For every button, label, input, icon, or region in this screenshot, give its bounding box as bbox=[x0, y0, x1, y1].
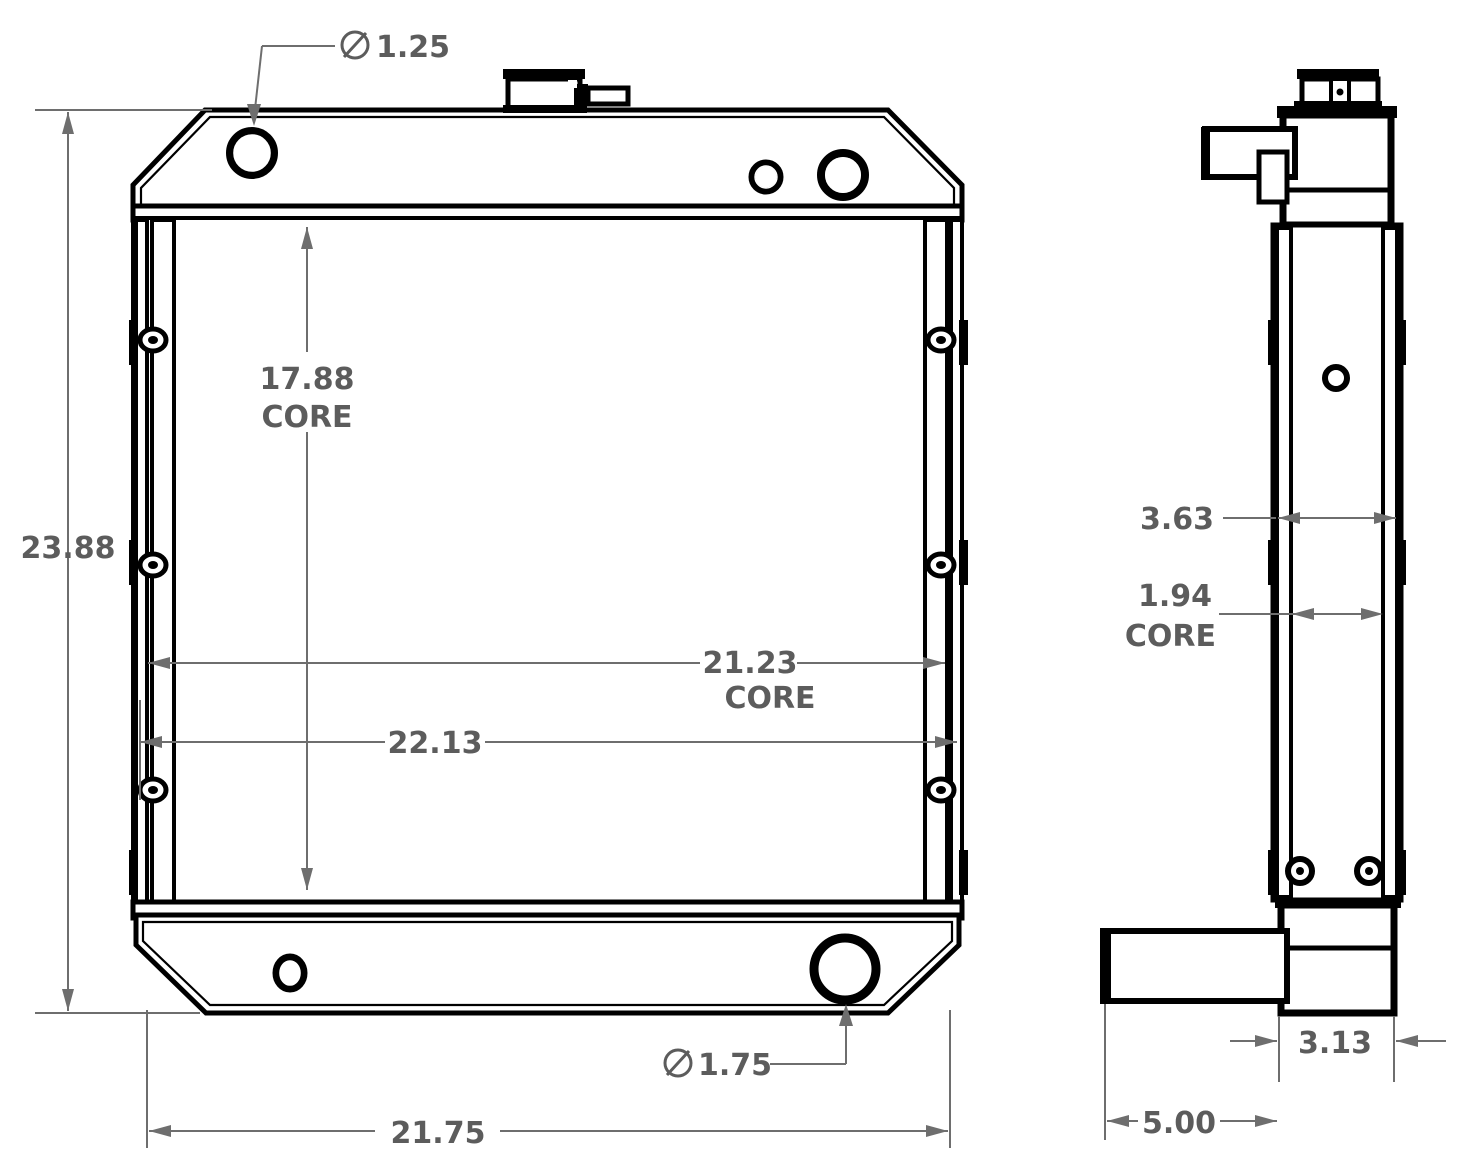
dim-label-overall-height: 23.88 bbox=[21, 531, 116, 566]
side-tab-left-middle bbox=[1268, 540, 1277, 585]
dim-label-outlet-length: 5.00 bbox=[1142, 1106, 1216, 1141]
arrow-17-88-bottom bbox=[301, 868, 313, 890]
right-frame-hole-1 bbox=[925, 326, 957, 354]
left-frame-hole-1 bbox=[137, 326, 169, 354]
side-top-tank bbox=[1279, 111, 1395, 229]
arrow-21-75-right bbox=[926, 1125, 948, 1137]
dim-label-overall-depth: 3.63 bbox=[1140, 502, 1214, 537]
dim-label-tank-width: 22.13 bbox=[388, 726, 483, 761]
side-bottom-tank-flange bbox=[1275, 898, 1401, 908]
bottom-right-hole-1-75 bbox=[809, 933, 881, 1005]
arrow-3-13-right bbox=[1396, 1035, 1418, 1047]
dim-label-core-height-note: CORE bbox=[261, 400, 352, 435]
arrow-22-13-right bbox=[935, 736, 957, 748]
arrow-1-75 bbox=[839, 1004, 853, 1026]
arrow-21-75-left bbox=[149, 1125, 171, 1137]
right-tab-lower bbox=[959, 850, 968, 895]
right-frame-hole-2 bbox=[925, 551, 957, 579]
bottom-tank-outline bbox=[133, 912, 962, 1016]
arrow-1-25 bbox=[247, 104, 261, 126]
arrow-22-13-left bbox=[140, 736, 162, 748]
dim-label-upper-hole: 1.25 bbox=[376, 30, 450, 65]
top-tank-large-hole bbox=[817, 149, 869, 201]
side-core-rail-right bbox=[1381, 226, 1399, 899]
left-tab-lower bbox=[129, 850, 138, 895]
arrow-23-88-top bbox=[62, 112, 74, 134]
arrow-21-23-left bbox=[148, 657, 170, 669]
right-frame-hole-3 bbox=[925, 776, 957, 804]
arrow-17-88-top bbox=[301, 227, 313, 249]
right-tab-upper bbox=[959, 320, 968, 365]
side-lower-hole-left bbox=[1285, 856, 1315, 886]
side-top-inlet-pipe bbox=[1201, 126, 1298, 205]
bottom-tank-small-hole bbox=[272, 953, 308, 993]
side-tab-left-lower bbox=[1268, 850, 1277, 895]
side-tab-right-lower bbox=[1397, 850, 1406, 895]
dimension-text-layer: 1.25 23.88 17.88 CORE 21.23 CORE 22.13 2… bbox=[21, 30, 1372, 1151]
arrow-5-00-right bbox=[1255, 1115, 1277, 1127]
side-tab-right-middle bbox=[1397, 540, 1406, 585]
dim-label-overall-width: 21.75 bbox=[391, 1116, 486, 1151]
dim-label-core-height: 17.88 bbox=[260, 362, 355, 397]
dim-label-bottom-tank-depth: 3.13 bbox=[1298, 1026, 1372, 1061]
arrow-1-94-left bbox=[1292, 608, 1314, 620]
dim-label-core-depth: 1.94 bbox=[1138, 579, 1212, 614]
left-frame-hole-3 bbox=[137, 776, 169, 804]
upper-left-hole-1-25 bbox=[226, 127, 278, 179]
arrow-23-88-bottom bbox=[62, 989, 74, 1011]
side-upper-hole bbox=[1322, 364, 1350, 392]
arrow-3-63-left bbox=[1278, 512, 1300, 524]
side-view bbox=[1100, 69, 1406, 1017]
core-body bbox=[131, 216, 964, 912]
left-tab-middle bbox=[129, 540, 138, 585]
side-filler-cap bbox=[1294, 69, 1382, 109]
side-core-rail-left bbox=[1275, 226, 1293, 899]
side-bottom-outlet-pipe bbox=[1100, 928, 1290, 1004]
dim-label-core-depth-note: CORE bbox=[1125, 619, 1216, 654]
dim-label-core-width-note: CORE bbox=[724, 681, 815, 716]
top-tank-small-hole bbox=[748, 159, 784, 195]
side-tab-right-upper bbox=[1397, 320, 1406, 365]
bottom-tank-inner-line bbox=[141, 920, 954, 1007]
side-tab-left-upper bbox=[1268, 320, 1277, 365]
side-lower-hole-right bbox=[1354, 856, 1384, 886]
overflow-tube bbox=[585, 85, 631, 107]
arrow-5-00-left bbox=[1107, 1115, 1129, 1127]
side-bottom-tank bbox=[1277, 901, 1398, 1017]
filler-neck bbox=[503, 69, 631, 113]
left-frame-hole-2 bbox=[137, 551, 169, 579]
arrow-3-13-left bbox=[1255, 1035, 1277, 1047]
arrow-1-94-right bbox=[1361, 608, 1383, 620]
arrow-3-63-right bbox=[1374, 512, 1396, 524]
dia-symbol-1-25 bbox=[340, 30, 370, 60]
dia-symbol-1-75 bbox=[663, 1048, 693, 1078]
arrow-21-23-right bbox=[923, 657, 945, 669]
dim-label-lower-hole: 1.75 bbox=[698, 1048, 772, 1083]
left-tab-upper bbox=[129, 320, 138, 365]
dim-label-core-width: 21.23 bbox=[703, 646, 798, 681]
right-tab-middle bbox=[959, 540, 968, 585]
front-view bbox=[129, 69, 968, 1016]
dimension-layer bbox=[35, 45, 1446, 1148]
